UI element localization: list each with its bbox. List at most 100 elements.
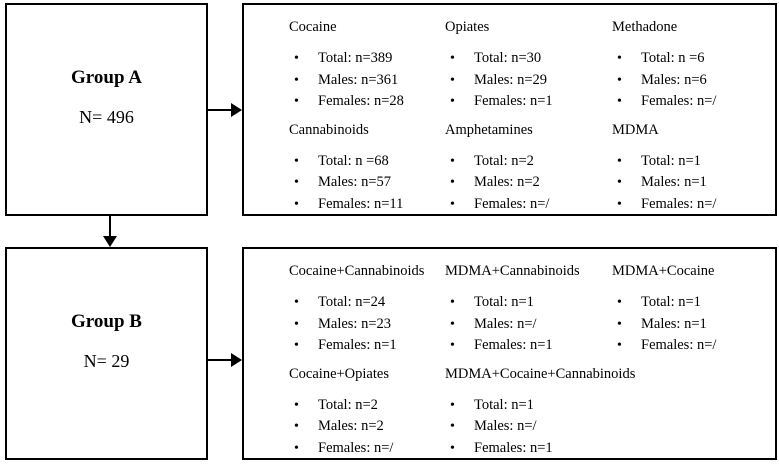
stat-text: Males: n=23 xyxy=(318,315,392,332)
drug-heading: Methadone xyxy=(612,19,678,35)
list-item: • Total: n =6 xyxy=(612,48,771,70)
bullet-icon: • xyxy=(294,338,299,353)
stat-text: Total: n=2 xyxy=(318,396,378,413)
stat-text: Total: n=1 xyxy=(474,294,534,310)
arrow-right-icon xyxy=(231,103,242,117)
list-item: •Females: n=1 xyxy=(289,335,445,357)
bullet-icon: • xyxy=(617,153,622,169)
bullet-icon: • xyxy=(617,94,622,109)
bullet-icon: • xyxy=(617,316,622,332)
stat-text: Total: n =6 xyxy=(641,50,705,66)
drug-heading: MDMA xyxy=(612,121,659,138)
list-item: • Males: n=23 xyxy=(289,314,445,336)
drug-block-amphetamines: Amphetamines •Total: n=2 •Males: n=2 •Fe… xyxy=(445,120,612,216)
list-item: • Total: n=2 xyxy=(289,395,445,417)
bullet-icon: • xyxy=(294,94,299,109)
stat-text: Males: n=57 xyxy=(318,174,392,190)
stat-text: Females: n=/ xyxy=(641,337,717,353)
arrow-group-a-to-details xyxy=(207,109,232,111)
drug-block-mdma: MDMA •Total: n=1 •Males: n=1 •Females: n… xyxy=(612,120,771,216)
bullet-icon: • xyxy=(450,295,455,310)
stat-text: Females: n=/ xyxy=(641,93,717,109)
stat-text: Females: n=1 xyxy=(474,439,553,456)
drug-heading: Cannabinoids xyxy=(289,121,369,138)
bullet-icon: • xyxy=(294,419,299,434)
drug-list: •Total: n=1 •Males: n=/ •Females: n=1 xyxy=(445,292,612,357)
group-b-details-box: Cocaine+Cannabinoids • Total: n=24 • Males… xyxy=(242,247,777,460)
bullet-icon: • xyxy=(294,153,299,169)
group-a-details-box: Cocaine •Total: n=389 • Males: n=361 • Fem… xyxy=(242,3,777,216)
stat-text: Males: n=2 xyxy=(318,418,384,434)
list-item: • Total: n=1 xyxy=(445,292,612,314)
bullet-icon: • xyxy=(450,72,455,88)
bullet-icon: • xyxy=(450,94,455,109)
list-item: • Females: n=/ xyxy=(612,91,771,113)
stat-text: Total: n=24 xyxy=(318,294,386,310)
group-b-count: N= 29 xyxy=(83,351,130,371)
bullet-icon: • xyxy=(294,295,299,310)
stat-text: Males: n=/ xyxy=(474,418,537,434)
list-item: •Males: n=2 xyxy=(445,172,612,194)
bullet-icon: • xyxy=(617,196,622,212)
stat-text: Males: n=1 xyxy=(641,315,707,332)
drug-list: • Total: n=24 • Males: n=23 •Females: n=1 xyxy=(289,292,445,357)
bullet-icon: • xyxy=(450,440,455,456)
stat-text: Females: n=11 xyxy=(318,195,404,212)
list-item: • Males: n=/ xyxy=(445,416,612,438)
list-item: •Females: n=1 xyxy=(445,335,612,357)
bullet-icon: • xyxy=(294,397,299,413)
bullet-icon: • xyxy=(294,72,299,88)
drug-block-cannabinoids: Cannabinoids •Total: n =68 •Males: n=57 … xyxy=(289,120,445,216)
drug-heading: MDMA+Cocaine+Cannabinoids xyxy=(445,365,636,382)
drug-heading: MDMA+Cannabinoids xyxy=(445,263,580,279)
drug-heading: Cocaine xyxy=(289,19,337,35)
bullet-icon: • xyxy=(294,440,299,456)
arrow-group-b-to-details xyxy=(207,359,232,361)
list-item: •Total: n =68 xyxy=(289,151,445,173)
list-item: •Total: n=389 xyxy=(289,48,445,70)
drug-list: •Total: n=1 •Males: n=1 •Females: n=/ xyxy=(612,151,771,216)
arrow-right-icon xyxy=(231,353,242,367)
stat-text: Total: n=2 xyxy=(474,152,534,169)
drug-heading: Opiates xyxy=(445,19,490,35)
stat-text: Males: n=361 xyxy=(318,71,399,88)
drug-block-cocaine-cannabinoids: Cocaine+Cannabinoids • Total: n=24 • Males… xyxy=(289,261,445,357)
stat-text: Females: n=/ xyxy=(474,195,550,212)
list-item: •Females: n=/ xyxy=(612,194,771,216)
drug-list: •Total: n=2 •Males: n=2 • Females: n=/ xyxy=(445,151,612,216)
list-item: •Total: n=1 xyxy=(445,395,612,417)
list-item: • Males: n=57 xyxy=(289,172,445,194)
bullet-icon: • xyxy=(450,51,455,66)
drug-list: •Total: n=1 • Males: n=/ • Females: n=1 xyxy=(445,395,612,460)
stat-text: Total: n=1 xyxy=(641,152,701,169)
bullet-icon: • xyxy=(294,175,299,190)
bullet-icon: • xyxy=(450,316,455,332)
bullet-icon: • xyxy=(617,72,622,88)
stat-text: Males: n=2 xyxy=(474,174,540,190)
drug-block-opiates: Opiates •Total: n=30 •Males: n=29 •Femal… xyxy=(445,17,612,113)
group-b-node: Group B N= 29 xyxy=(5,247,208,460)
drug-block-cocaine: Cocaine •Total: n=389 •Males: n=361 •Fem… xyxy=(289,17,445,113)
stat-text: Total: n=30 xyxy=(474,50,542,66)
bullet-icon: • xyxy=(450,419,455,434)
bullet-icon: • xyxy=(294,316,299,332)
drug-block-mdma-cocaine: MDMA+Cocaine •Total: n=1 •Males: n=1 •Fe… xyxy=(612,261,771,357)
group-a-node: Group A N= 496 xyxy=(5,3,208,216)
group-a-title: Group A xyxy=(71,67,142,88)
bullet-icon: • xyxy=(617,338,622,353)
bullet-icon: • xyxy=(617,51,622,66)
bullet-icon: • xyxy=(294,51,299,66)
group-b-title: Group B xyxy=(71,311,142,332)
stat-text: Males: n=6 xyxy=(641,71,707,88)
stat-text: Females: n=/ xyxy=(318,439,394,456)
list-item: • Females: n=11 xyxy=(289,194,445,216)
list-item: • Males: n=2 xyxy=(289,416,445,438)
bullet-icon: • xyxy=(294,196,299,212)
list-item: • Total: n=24 xyxy=(289,292,445,314)
bullet-icon: • xyxy=(450,196,455,212)
bullet-icon: • xyxy=(617,175,622,190)
list-item: •Total: n=2 xyxy=(445,151,612,173)
drug-heading: Cocaine+Cannabinoids xyxy=(289,263,425,279)
list-item: • Total: n=1 xyxy=(612,151,771,173)
